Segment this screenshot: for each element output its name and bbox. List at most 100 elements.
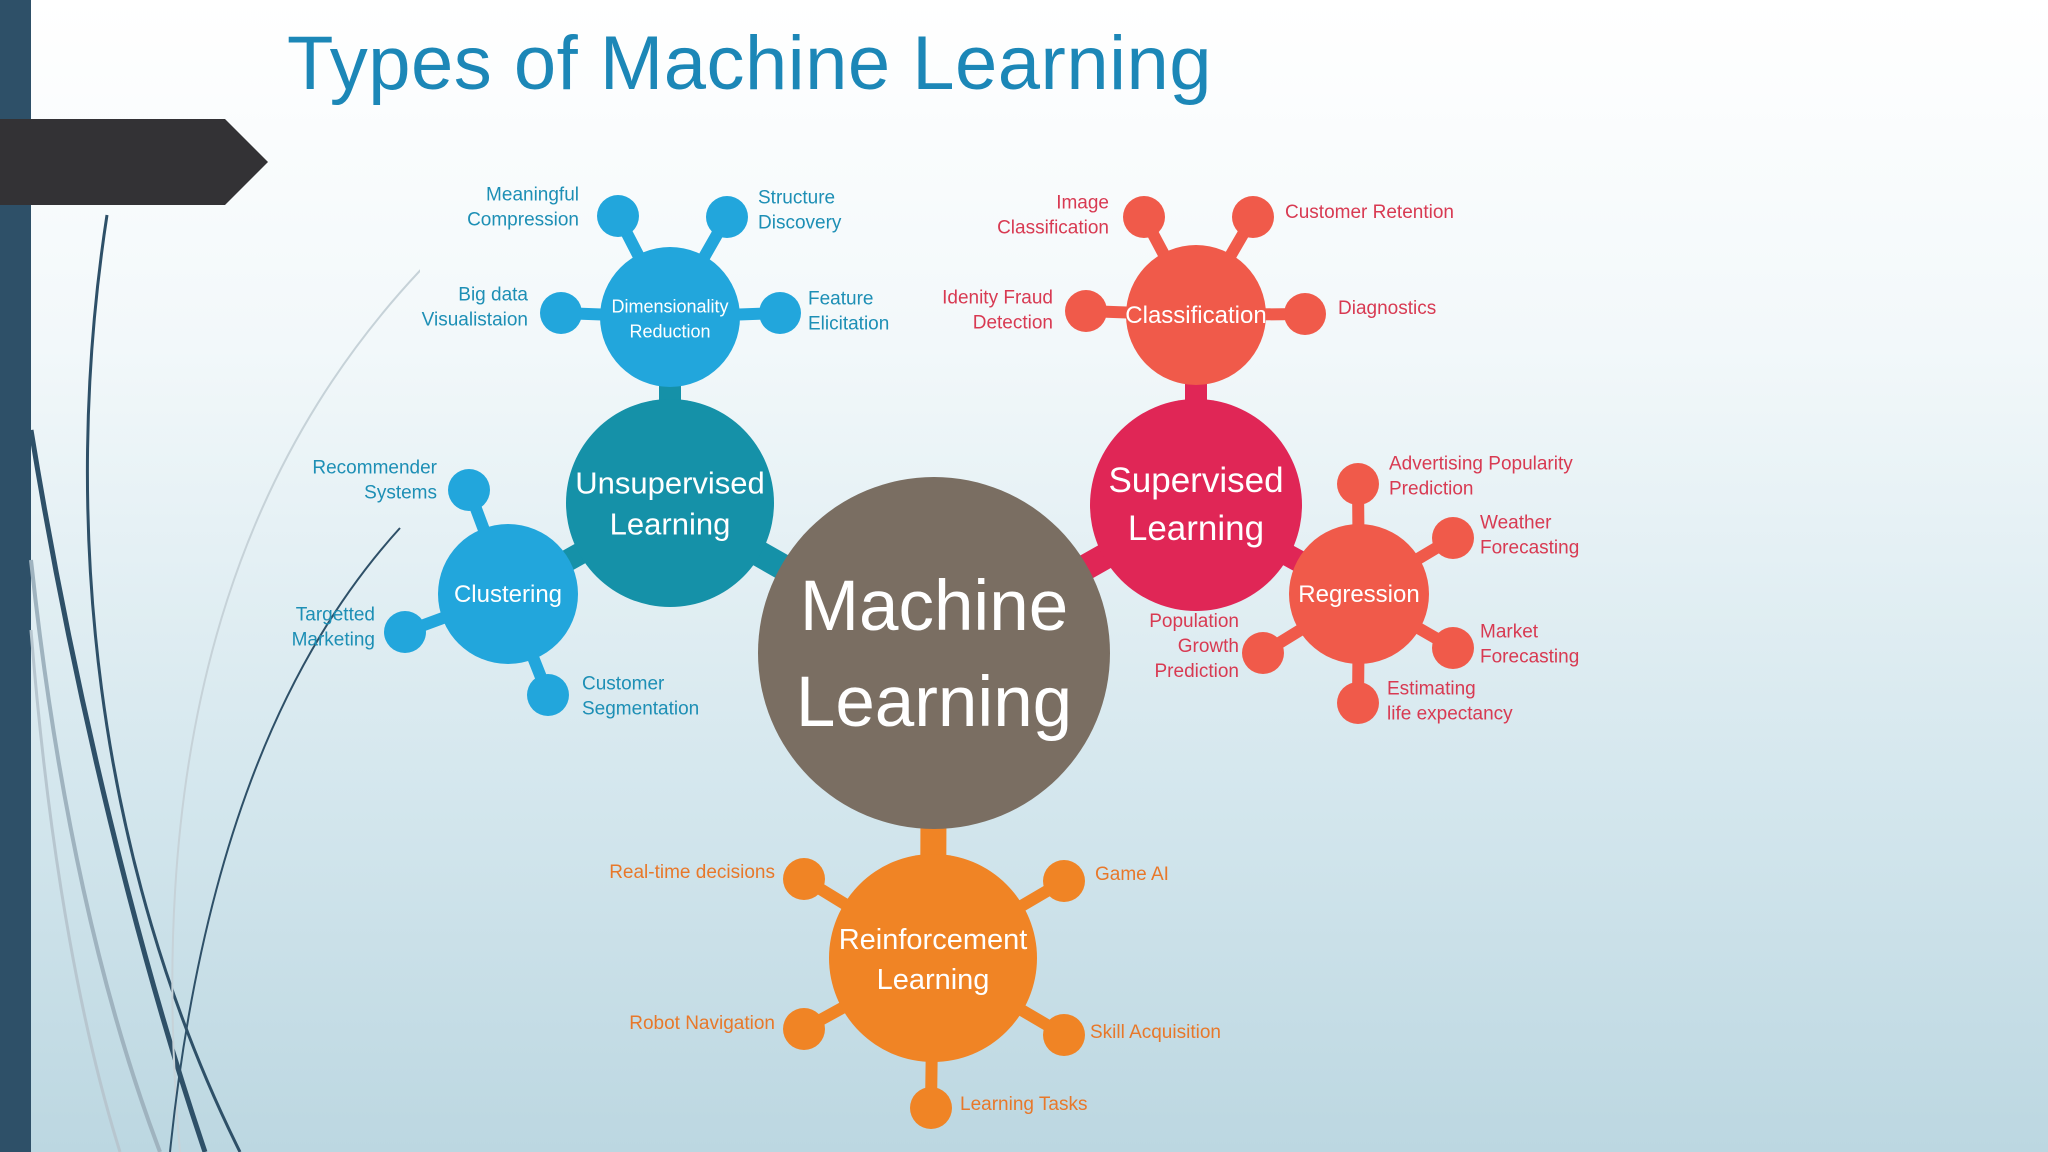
- leaf-label-clustering-line: Segmentation: [582, 699, 699, 720]
- leaf-dot-reinforcement: [783, 858, 825, 900]
- leaf-dot-reinforcement: [783, 1008, 825, 1050]
- leaf-dot-reinforcement: [1043, 1014, 1085, 1056]
- group-node-dimensionality: [600, 247, 740, 387]
- hub-label-line: Machine: [800, 567, 1068, 646]
- leaf-label-classification-line: Customer Retention: [1285, 202, 1454, 223]
- category-label-supervised-line: Supervised: [1108, 461, 1283, 500]
- leaf-label-classification-line: Idenity Fraud: [942, 288, 1053, 309]
- leaf-label-dimensionality-line: Compression: [467, 210, 579, 231]
- group-label-dimensionality-line: Reduction: [629, 322, 710, 342]
- node-layer: [384, 195, 1474, 1129]
- leaf-label-regression-line: Population: [1149, 611, 1239, 632]
- leaf-label-reinforcement-line: Robot Navigation: [629, 1013, 775, 1034]
- leaf-dot-dimensionality: [706, 196, 748, 238]
- leaf-dot-regression: [1337, 682, 1379, 724]
- group-node-clustering: [438, 524, 578, 664]
- group-label-clustering-line: Clustering: [454, 581, 562, 608]
- leaf-dot-dimensionality: [540, 292, 582, 334]
- leaf-label-reinforcement: Real-time decisions: [609, 862, 775, 883]
- group-node-regression: [1289, 524, 1429, 664]
- leaf-dot-classification: [1065, 290, 1107, 332]
- leaf-label-regression-line: Growth: [1178, 636, 1239, 657]
- leaf-dot-classification: [1284, 293, 1326, 335]
- leaf-label-classification-line: Detection: [973, 313, 1053, 334]
- leaf-label-regression-line: life expectancy: [1387, 704, 1513, 725]
- leaf-label-regression-line: Weather: [1480, 513, 1552, 534]
- leaf-dot-regression: [1337, 463, 1379, 505]
- leaf-label-clustering-line: Systems: [364, 483, 437, 504]
- group-label-dimensionality-line: Dimensionality: [611, 297, 728, 317]
- leaf-label-classification: Diagnostics: [1338, 298, 1436, 319]
- leaf-label-regression-line: Prediction: [1389, 479, 1474, 500]
- hub-node-machine-learning: [758, 477, 1110, 829]
- leaf-label-reinforcement-line: Learning Tasks: [960, 1094, 1087, 1115]
- group-label-regression-line: Regression: [1298, 581, 1419, 608]
- category-label-reinforcement-line: Learning: [877, 964, 990, 996]
- leaf-label-clustering-line: Customer: [582, 674, 665, 695]
- leaf-label-dimensionality-line: Meaningful: [486, 185, 579, 206]
- leaf-label-classification-line: Diagnostics: [1338, 298, 1436, 319]
- group-label-regression: Regression: [1298, 581, 1419, 608]
- leaf-dot-regression: [1432, 517, 1474, 559]
- leaf-label-regression-line: Estimating: [1387, 679, 1476, 700]
- leaf-dot-clustering: [527, 674, 569, 716]
- category-node-unsupervised: [566, 399, 774, 607]
- category-label-reinforcement-line: Reinforcement: [839, 924, 1028, 956]
- leaf-dot-regression: [1242, 632, 1284, 674]
- leaf-dot-regression: [1432, 627, 1474, 669]
- group-label-classification: Classification: [1125, 302, 1266, 329]
- decorative-swoosh-lines: [28, 214, 420, 1152]
- leaf-dot-dimensionality: [759, 292, 801, 334]
- category-label-supervised-line: Learning: [1128, 509, 1264, 548]
- leaf-label-classification-line: Image: [1056, 193, 1109, 214]
- leaf-label-clustering-line: Recommender: [312, 458, 437, 479]
- leaf-label-reinforcement: Skill Acquisition: [1090, 1022, 1221, 1043]
- category-node-supervised: [1090, 399, 1302, 611]
- leaf-dot-clustering: [448, 469, 490, 511]
- category-label-unsupervised-line: Learning: [610, 507, 731, 542]
- leaf-label-dimensionality-line: Big data: [458, 285, 528, 306]
- leaf-label-dimensionality-line: Structure: [758, 188, 835, 209]
- leaf-label-reinforcement: Game AI: [1095, 864, 1169, 885]
- slide-title: Types of Machine Learning: [287, 21, 1213, 106]
- leaf-dot-reinforcement: [1043, 860, 1085, 902]
- leaf-label-dimensionality-line: Elicitation: [808, 314, 889, 335]
- leaf-label-reinforcement: Robot Navigation: [629, 1013, 775, 1034]
- group-node-classification: [1126, 245, 1266, 385]
- leaf-label-clustering-line: Marketing: [292, 630, 375, 651]
- leaf-label-clustering-line: Targetted: [296, 605, 375, 626]
- leaf-label-regression-line: Advertising Popularity: [1389, 454, 1573, 475]
- leaf-label-regression: Estimating life expectancy: [1387, 679, 1513, 725]
- category-node-reinforcement: [829, 854, 1037, 1062]
- leaf-label-regression-line: Forecasting: [1480, 647, 1579, 668]
- leaf-label-dimensionality-line: Discovery: [758, 213, 842, 234]
- leaf-label-reinforcement-line: Skill Acquisition: [1090, 1022, 1221, 1043]
- leaf-label-dimensionality-line: Visualistaion: [422, 310, 528, 331]
- leaf-label-classification: Customer Retention: [1285, 202, 1454, 223]
- leaf-dot-classification: [1232, 196, 1274, 238]
- leaf-dot-reinforcement: [910, 1087, 952, 1129]
- category-label-unsupervised-line: Unsupervised: [575, 466, 765, 501]
- hub-label-line: Learning: [796, 663, 1072, 742]
- leaf-dot-dimensionality: [597, 195, 639, 237]
